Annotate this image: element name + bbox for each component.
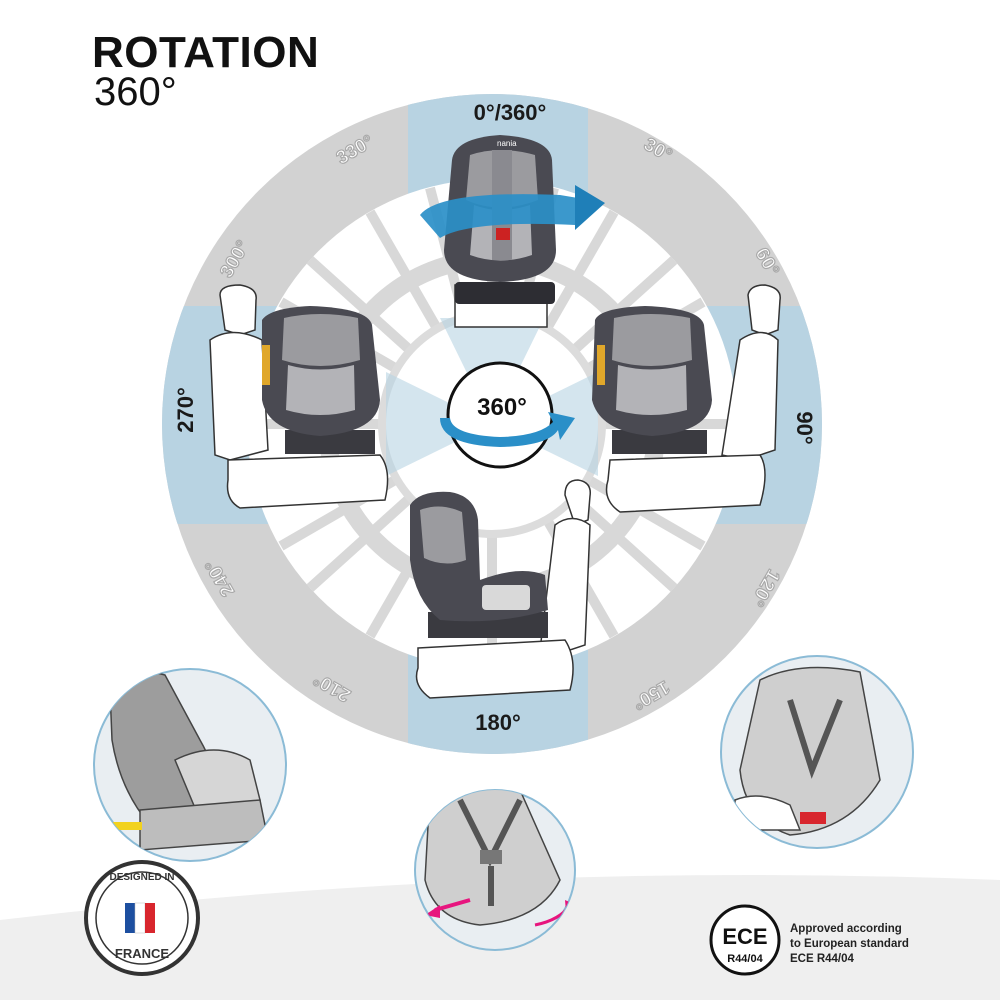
detail-circle-isofix (93, 668, 287, 862)
detail-circle-harness (414, 789, 576, 951)
page-subtitle: 360° (94, 70, 177, 114)
ece-line-3: ECE R44/04 (790, 953, 854, 965)
angle-label-270: 270° (173, 387, 198, 433)
car-seat-front-0deg: nania (420, 135, 605, 328)
designed-in-france-badge: DESIGNED IN FRANCE (84, 860, 200, 976)
car-seat-rear-180deg (410, 479, 591, 699)
ece-logo-sub: R44/04 (727, 953, 763, 965)
angle-label-180: 180° (475, 710, 521, 735)
car-seat-left-270deg (209, 284, 389, 509)
center-360-badge: 360° (440, 361, 575, 469)
ece-approval-text: Approved according to European standard … (790, 922, 909, 967)
car-seat-right-90deg (592, 284, 781, 513)
center-360-label: 360° (477, 394, 527, 421)
detail-circle-buckle (720, 655, 914, 849)
page-title: ROTATION (92, 28, 320, 77)
angle-label-0: 0°/360° (474, 100, 547, 125)
ece-line-1: Approved according (790, 923, 902, 935)
designed-in-label: DESIGNED IN (109, 872, 174, 883)
ece-logo-main: ECE (722, 924, 767, 949)
seat-brand-label: nania (497, 139, 517, 148)
ece-line-2: to European standard (790, 938, 909, 950)
angle-label-90: 90° (792, 411, 817, 444)
france-label: FRANCE (115, 946, 169, 961)
ece-logo: ECE R44/04 (709, 904, 781, 976)
